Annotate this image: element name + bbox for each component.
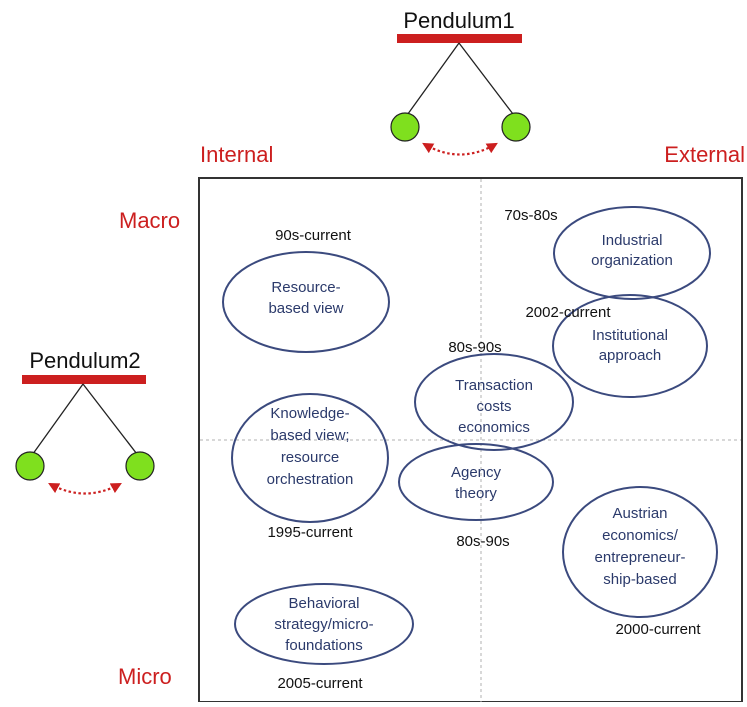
approach-label-line: Behavioral — [289, 595, 360, 612]
approach-label-line: resource — [281, 449, 339, 466]
approach-label-line: Industrial — [602, 232, 663, 249]
pendulum-1-string-left — [404, 42, 460, 119]
approach-behavioral-strategy: Behavioral strategy/micro-foundations 2005… — [234, 583, 414, 692]
pendulum-1-ball-right — [501, 112, 531, 142]
approach-label-line: organization — [591, 252, 673, 269]
pendulum-1-bar — [397, 34, 522, 43]
approach-austrian-economics: Austrian economics/entrepreneur-ship-base… — [562, 486, 718, 638]
approach-ellipse — [562, 486, 718, 618]
approach-label-line: Austrian — [612, 505, 667, 522]
approach-period: 70s-80s — [504, 207, 557, 224]
approach-label-line: economics — [458, 419, 530, 436]
approach-ellipse — [552, 294, 708, 398]
approach-period: 2000-current — [615, 621, 701, 638]
pendulum-2-swing-arrow — [48, 482, 122, 495]
approach-label-line: Agency — [451, 464, 502, 481]
approach-label-line: Institutional — [592, 327, 668, 344]
pendulum-1-title: Pendulum1 — [403, 8, 514, 33]
approach-label-line: foundations — [285, 637, 363, 654]
approach-ellipse — [398, 443, 554, 521]
approach-resource-based: Resource-based view 90s-current — [222, 227, 390, 353]
approach-label-line: costs — [476, 398, 511, 415]
approach-label-line: Resource- — [271, 279, 340, 296]
approach-label-line: strategy/micro- — [274, 616, 373, 633]
approach-period: 80s-90s — [448, 339, 501, 356]
approach-ellipse — [222, 251, 390, 353]
approach-period: 90s-current — [275, 227, 352, 244]
pendulum-1-swing-arrow — [422, 142, 498, 156]
pendulum-2-ball-left — [15, 451, 45, 481]
pendulum-2-bar — [22, 375, 146, 384]
pendulum-1: Pendulum1 — [390, 8, 531, 156]
axis-label-micro: Micro — [118, 664, 172, 689]
pendulum-2-string-right — [82, 383, 141, 459]
approach-label-line: ship-based — [603, 571, 676, 588]
pendulum-1-string-right — [458, 42, 517, 119]
approach-ellipse — [414, 353, 574, 451]
approach-label-line: entrepreneur- — [595, 549, 686, 566]
approach-period: 80s-90s — [456, 533, 509, 550]
approaches-layer: Resource-based view 90s-currentKnowledge-… — [222, 206, 718, 692]
axis-label-internal: Internal — [200, 142, 273, 167]
approach-label-line: orchestration — [267, 471, 354, 488]
approach-label-line: Transaction — [455, 377, 533, 394]
pendulum-2-string-left — [29, 383, 84, 459]
pendulum-2-ball-right — [125, 451, 155, 481]
approach-ellipse — [231, 393, 389, 523]
axis-label-macro: Macro — [119, 208, 180, 233]
approach-industrial-organization: Industrial organization 70s-80s — [504, 206, 711, 300]
approach-period: 1995-current — [267, 524, 353, 541]
approach-period: 2005-current — [277, 675, 363, 692]
approach-ellipse — [234, 583, 414, 665]
approach-label-line: approach — [599, 347, 662, 364]
approach-institutional-approach: Institutional approach 2002-current — [525, 294, 708, 398]
approach-label-line: Knowledge- — [270, 405, 349, 422]
approach-period: 2002-current — [525, 304, 611, 321]
approach-ellipse — [553, 206, 711, 300]
approach-transaction-costs: Transaction costs economics 80s-90s — [414, 339, 574, 451]
axis-label-external: External — [664, 142, 745, 167]
approach-label-line: economics/ — [602, 527, 679, 544]
approach-knowledge-based: Knowledge-based view; resource orchestrati… — [231, 393, 389, 541]
approach-label-line: theory — [455, 485, 497, 502]
pendulum-2-title: Pendulum2 — [29, 348, 140, 373]
pendulum-1-ball-left — [390, 112, 420, 142]
pendulum-2: Pendulum2 — [15, 348, 155, 495]
approach-label-line: based view; — [270, 427, 349, 444]
approach-label-line: based view — [268, 300, 343, 317]
approach-agency-theory: Agency theory 80s-90s — [398, 443, 554, 550]
